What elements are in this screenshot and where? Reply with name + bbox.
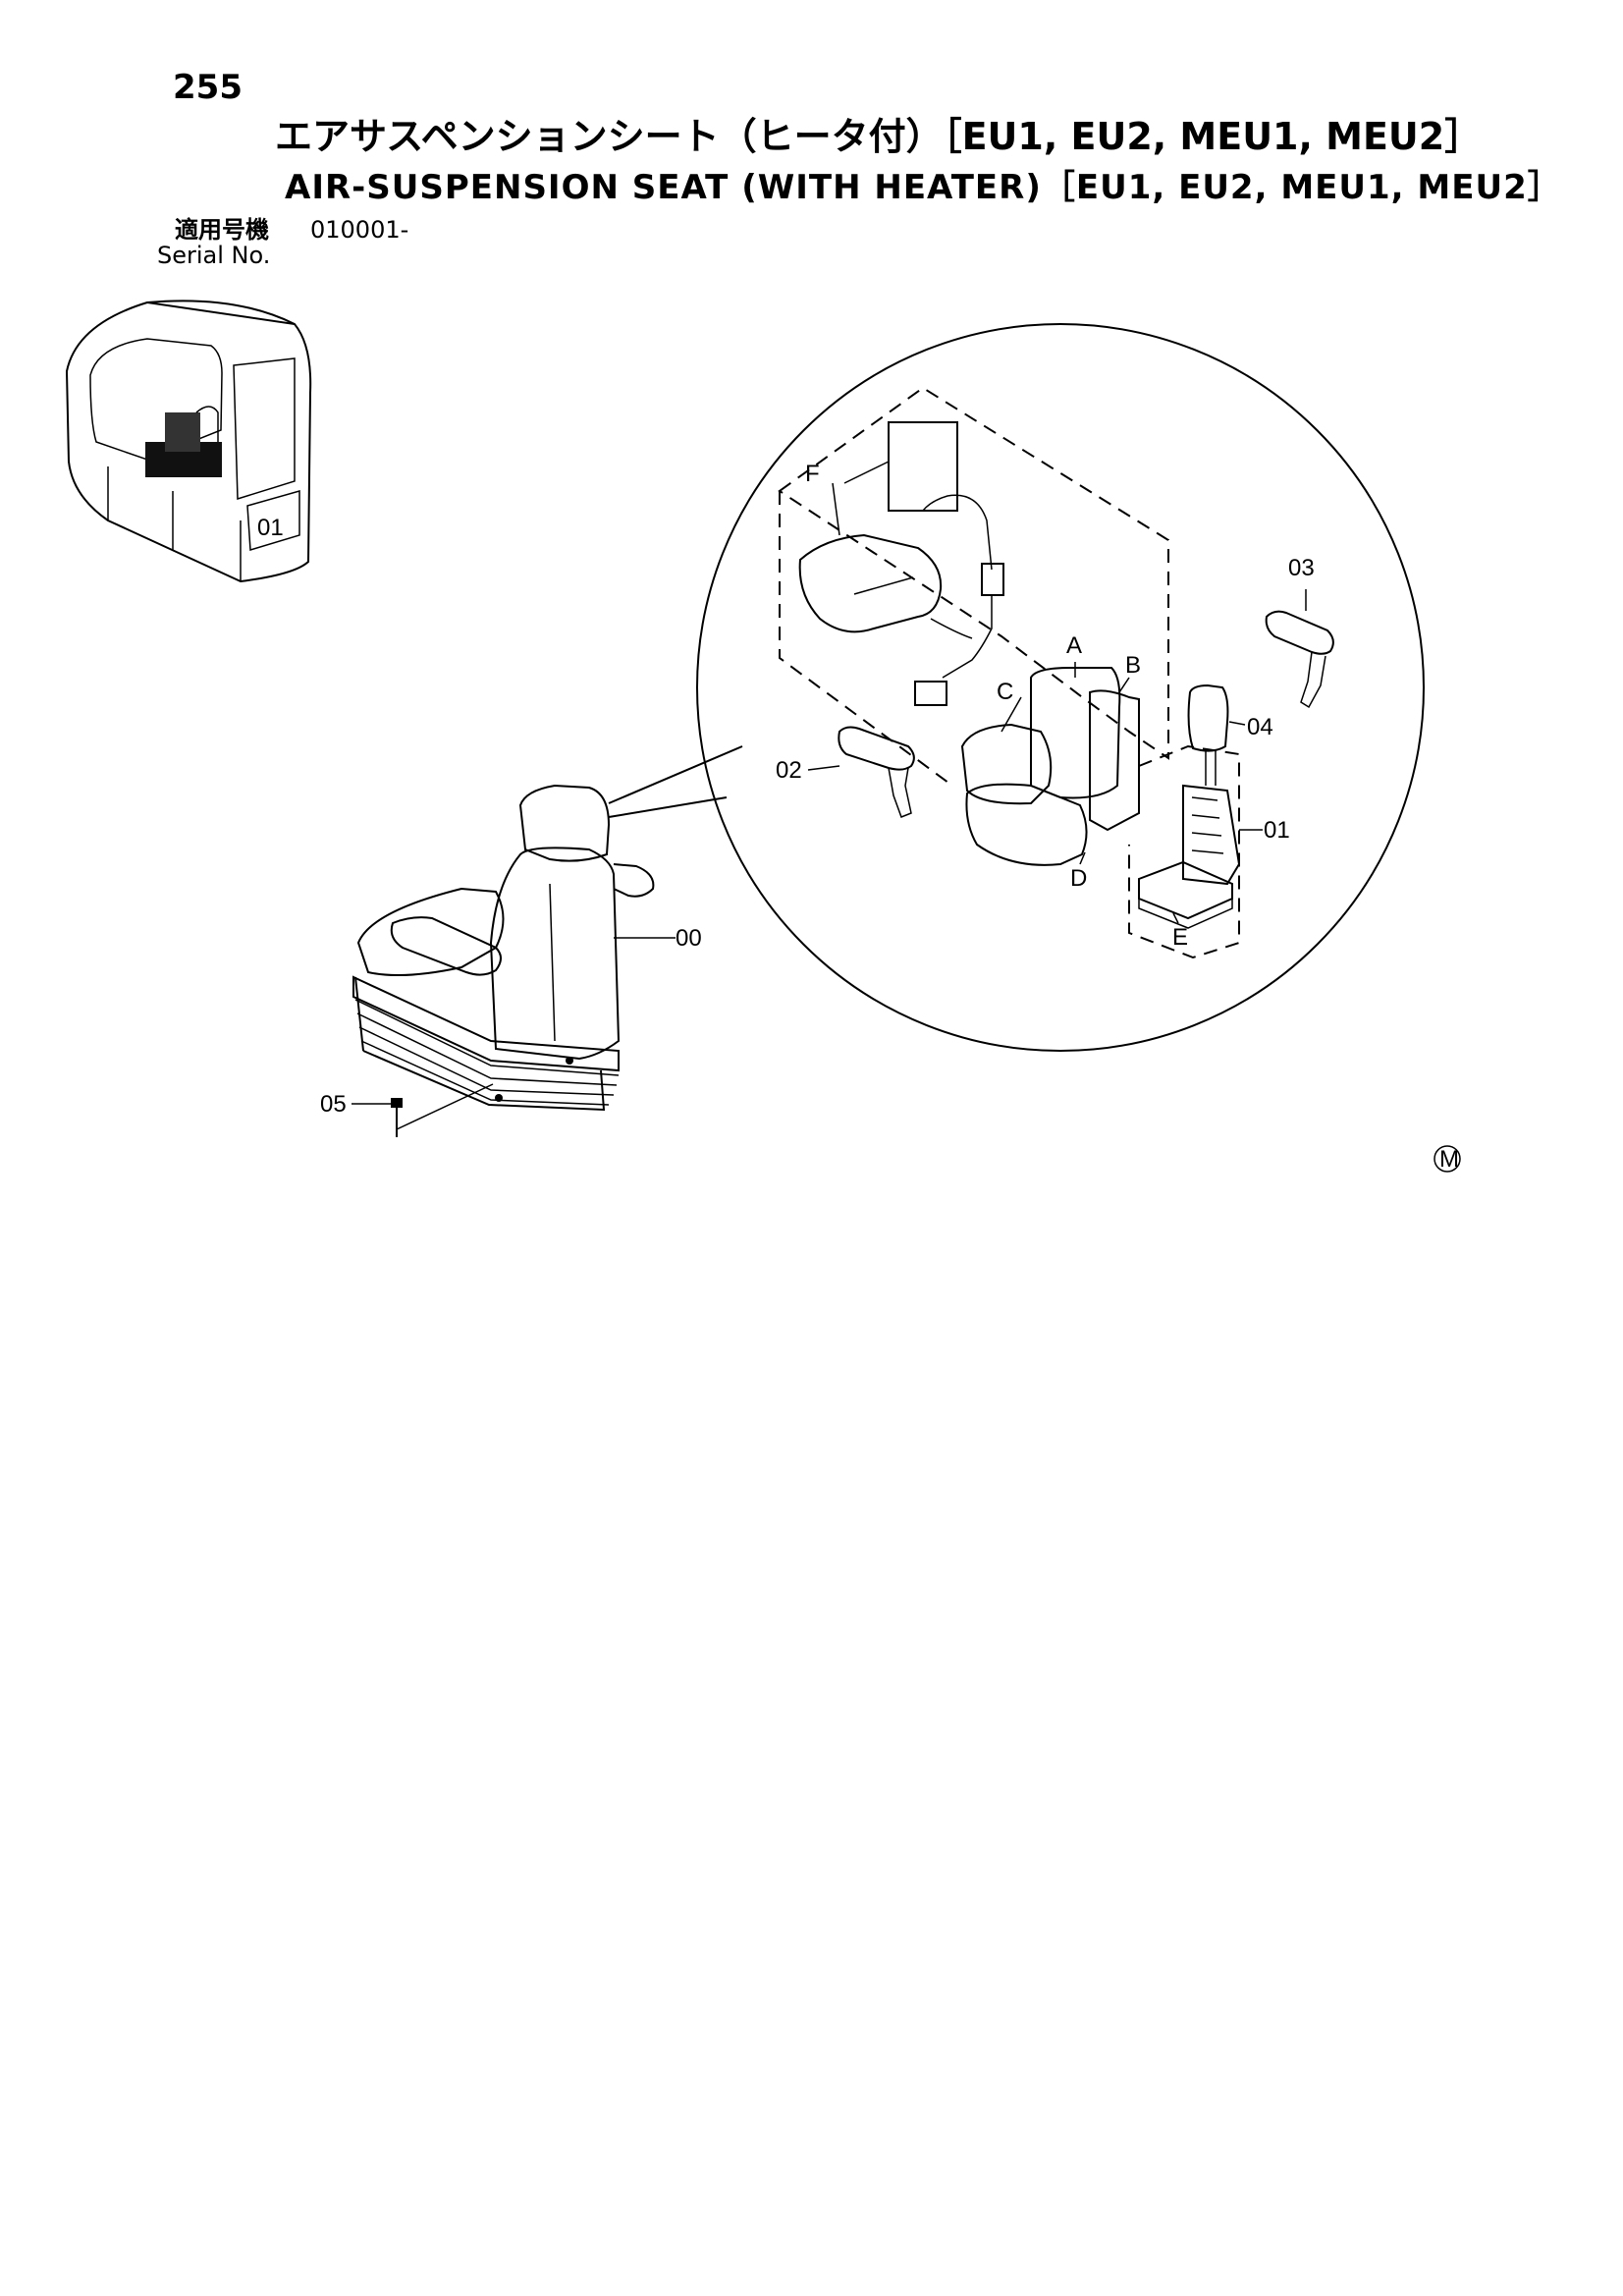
- callout-03: 03: [1288, 555, 1315, 581]
- cab-locator-illustration: 01: [65, 300, 312, 583]
- callout-01: 01: [1264, 817, 1290, 844]
- assembled-backrest: [489, 847, 621, 1061]
- assembled-armrest: [390, 916, 502, 976]
- backrest-cover-b: [1089, 689, 1140, 832]
- seat-cushion-parts: [960, 662, 1140, 866]
- bolt-05: [352, 1083, 494, 1137]
- circled-m-letter: M: [1439, 1146, 1459, 1173]
- serial-label-japanese: 適用号機: [175, 216, 269, 244]
- callout-00: 00: [676, 925, 702, 952]
- callout-02: 02: [776, 757, 802, 784]
- heater-connector: [981, 563, 1004, 596]
- heater-plug: [914, 681, 947, 706]
- serial-number-value: 010001-: [310, 216, 409, 244]
- assembled-seat-00: [352, 784, 676, 1112]
- title-english: AIR-SUSPENSION SEAT (WITH HEATER)［EU1, E…: [285, 168, 1562, 207]
- callout-05: 05: [320, 1091, 347, 1118]
- callout-f: F: [805, 461, 820, 487]
- headrest-04: [1187, 683, 1229, 752]
- callout-c: C: [997, 679, 1013, 705]
- backrest-cushion-a: [1030, 667, 1121, 799]
- assembled-headrest: [518, 784, 611, 862]
- cab-number-mark: 01: [257, 515, 284, 541]
- page-number: 255: [173, 68, 243, 107]
- assembled-cushion: [356, 887, 505, 977]
- serial-label-english: Serial No.: [157, 242, 271, 269]
- seat-frame-group: [1128, 683, 1263, 959]
- seat-cushion-c: [960, 723, 1053, 805]
- heater-back-pad: [888, 421, 958, 512]
- callout-d: D: [1070, 865, 1087, 892]
- seat-frame-back: [1182, 784, 1241, 886]
- circled-m-mark: M: [1434, 1145, 1461, 1173]
- heater-seat-pad: [798, 533, 943, 633]
- callout-04: 04: [1247, 714, 1273, 740]
- callout-e: E: [1172, 924, 1188, 951]
- detail-circle: [608, 323, 1425, 1052]
- title-japanese: エアサスペンションシート（ヒータ付）［EU1, EU2, MEU1, MEU2］: [275, 115, 1483, 158]
- armrest-02: [807, 726, 915, 818]
- armrest-03: [1265, 589, 1334, 709]
- seat-cover-d: [965, 783, 1088, 866]
- callout-a: A: [1066, 632, 1082, 659]
- seat-frame-base: [1138, 860, 1233, 920]
- heater-assembly-group: [778, 386, 1169, 787]
- callout-b: B: [1125, 652, 1141, 679]
